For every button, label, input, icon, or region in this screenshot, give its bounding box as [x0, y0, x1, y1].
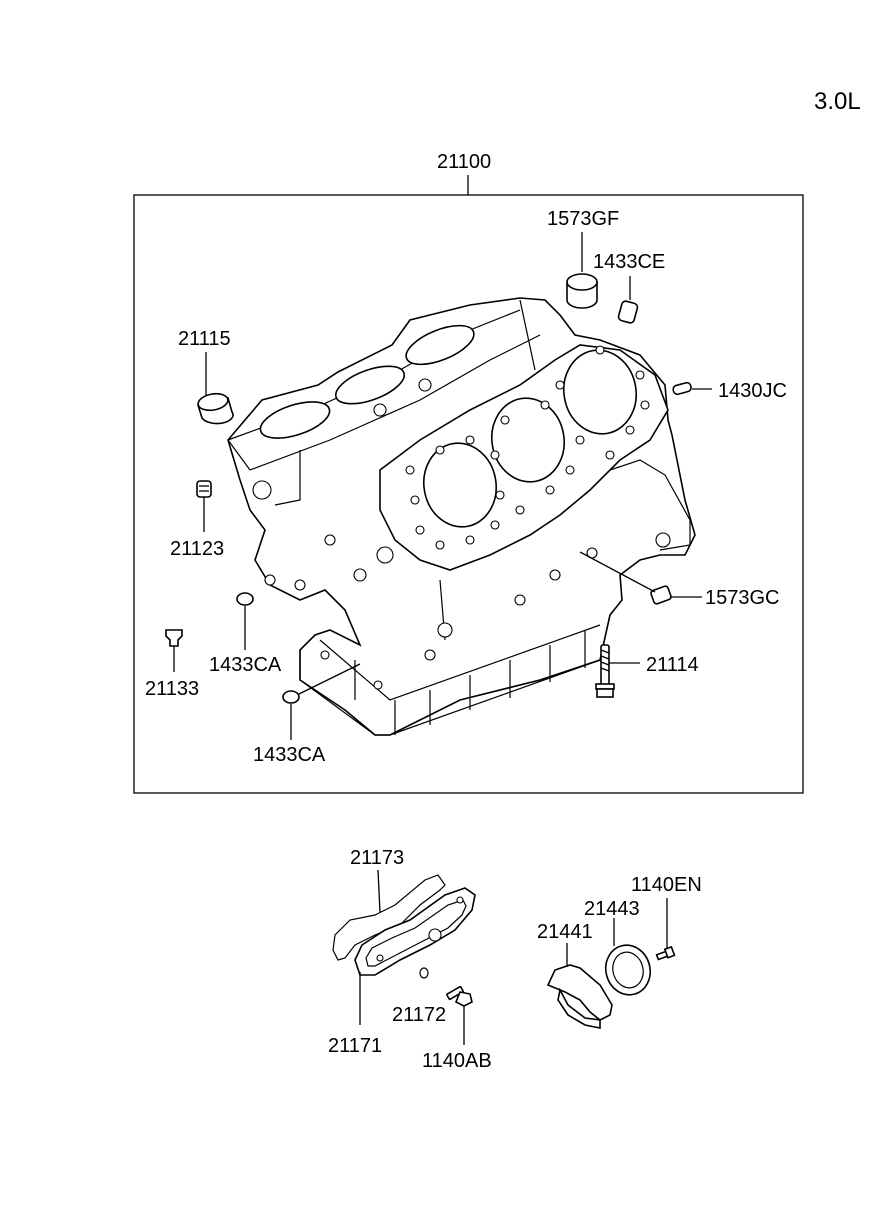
part-21133-drawing: [165, 629, 183, 647]
part-1433CA-b-drawing: [282, 690, 300, 704]
part-21115-drawing: [196, 392, 234, 425]
part-21171-cover-drawing: [354, 887, 476, 976]
part-1573GC-drawing: [650, 585, 672, 605]
part-1430JC-drawing: [672, 381, 692, 396]
part-1573GF-drawing: [566, 273, 598, 309]
part-21114-drawing: [595, 644, 615, 698]
part-label-1433CA-a[interactable]: 1433CA: [209, 654, 282, 676]
part-label-1140AB[interactable]: 1140AB: [422, 1050, 492, 1072]
leader-21173: [377, 869, 381, 913]
part-label-21173[interactable]: 21173: [350, 847, 404, 869]
part-1433CA-a-drawing: [236, 592, 254, 606]
part-label-21133[interactable]: 21133: [145, 678, 199, 700]
part-label-21441[interactable]: 21441: [537, 921, 593, 943]
part-label-21115[interactable]: 21115: [178, 328, 231, 350]
engine-size-label: 3.0L: [814, 88, 861, 115]
part-label-1573GC[interactable]: 1573GC: [705, 587, 780, 609]
part-label-1433CA-b[interactable]: 1433CA: [253, 744, 326, 766]
part-label-1430JC[interactable]: 1430JC: [718, 380, 787, 402]
part-21123-drawing: [196, 480, 212, 498]
leader-1573GC-to-block: [579, 551, 656, 593]
part-label-21443[interactable]: 21443: [584, 898, 640, 920]
part-1140AB-bolt-drawing: [446, 985, 473, 1007]
part-label-1573GF[interactable]: 1573GF: [547, 208, 619, 230]
part-label-21123[interactable]: 21123: [170, 538, 224, 560]
part-label-21100[interactable]: 21100: [437, 151, 491, 173]
part-label-1433CE[interactable]: 1433CE: [593, 251, 665, 273]
part-21441-seal-case-drawing: [546, 964, 613, 1029]
part-21172-oring-drawing: [419, 967, 429, 979]
part-label-21114[interactable]: 21114: [646, 654, 699, 676]
part-21173-gasket-drawing: [332, 874, 446, 961]
part-label-1140EN[interactable]: 1140EN: [631, 874, 702, 896]
cylinder-block-drawing: [227, 297, 696, 736]
part-1433CE-drawing: [617, 300, 639, 324]
part-1140EN-bolt-drawing: [655, 945, 676, 961]
part-label-21172[interactable]: 21172: [392, 1004, 446, 1026]
part-21443-oil-seal-drawing: [604, 944, 652, 996]
part-label-21171[interactable]: 21171: [328, 1035, 382, 1057]
leader-1433CA-b-to-block: [298, 663, 361, 695]
